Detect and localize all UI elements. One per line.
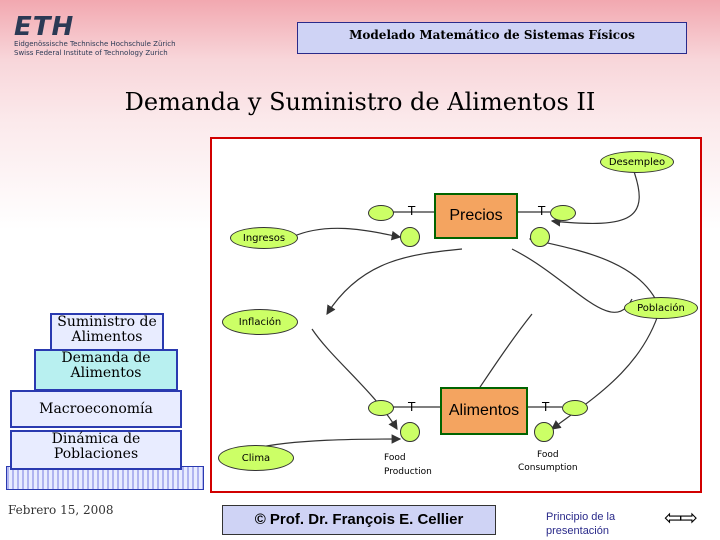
precios-to-inflacion-link: [326, 248, 463, 316]
home-link[interactable]: Principio de la presentación: [546, 511, 616, 537]
stack-label: Macroeconomía: [39, 401, 153, 417]
stack-suministro-alimentos[interactable]: Suministro de Alimentos: [50, 313, 164, 351]
alimentos-sink-cloud: [562, 400, 588, 416]
alimentos-outflow-valve-mark: T: [541, 400, 550, 414]
stack-label: Dinámica de Poblaciones: [51, 431, 141, 462]
clima-node: Clima: [218, 445, 294, 471]
desempleo-node: Desempleo: [600, 151, 674, 173]
eth-subtitle-line-2: Swiss Federal Institute of Technology Zu…: [14, 49, 168, 57]
precios-outflow-valve-mark: T: [537, 204, 546, 218]
precios-source-cloud: [368, 205, 394, 221]
precios-stock: Precios: [434, 193, 518, 239]
food-production-valve: [400, 422, 420, 442]
eth-logo: ETH: [14, 12, 75, 42]
food-production-label: Food Production: [384, 453, 432, 477]
system-dynamics-diagram: T T T T Desempleo Ingresos Precios Pobla…: [210, 137, 702, 493]
stack-label: Demanda de Alimentos: [61, 350, 151, 381]
stack-macroeconomia[interactable]: Macroeconomía: [10, 390, 182, 428]
poblacion-node: Población: [624, 297, 698, 319]
stack-label: Suministro de Alimentos: [57, 314, 157, 345]
alimentos-inflow-valve-mark: T: [407, 400, 416, 414]
footer-date: Febrero 15, 2008: [8, 503, 114, 517]
poblacion-to-consumption-link: [551, 308, 661, 430]
precios-sink-cloud: [550, 205, 576, 221]
slide-title: Demanda y Suministro de Alimentos II: [124, 88, 596, 116]
food-consumption-label: Food Consumption: [518, 450, 578, 473]
precios-inflow-valve: [400, 227, 420, 247]
eth-logo-subtitle: Eidgenössische Technische Hochschule Zür…: [14, 40, 176, 58]
alimentos-stock: Alimentos: [440, 387, 528, 435]
precios-outflow-valve: [530, 227, 550, 247]
inflacion-node: Inflación: [222, 309, 298, 335]
alimentos-source-cloud: [368, 400, 394, 416]
copyright-box: © Prof. Dr. François E. Cellier: [222, 505, 496, 535]
inflacion-to-production-link: [311, 328, 398, 431]
stack-demanda-alimentos[interactable]: Demanda de Alimentos: [34, 349, 178, 391]
course-title: Modelado Matemático de Sistemas Físicos: [297, 22, 687, 54]
nav-arrows-icon[interactable]: ⇦⇨: [664, 506, 698, 531]
ingresos-node: Ingresos: [230, 227, 298, 249]
food-consumption-valve: [534, 422, 554, 442]
desempleo-to-precios-link: [550, 165, 640, 227]
ingresos-to-precios-link: [291, 227, 402, 241]
stack-dinamica-poblaciones[interactable]: Dinámica de Poblaciones: [10, 430, 182, 470]
precios-to-poblacion-link: [511, 248, 633, 313]
eth-subtitle-line-1: Eidgenössische Technische Hochschule Zür…: [14, 40, 176, 48]
precios-inflow-valve-mark: T: [407, 204, 416, 218]
